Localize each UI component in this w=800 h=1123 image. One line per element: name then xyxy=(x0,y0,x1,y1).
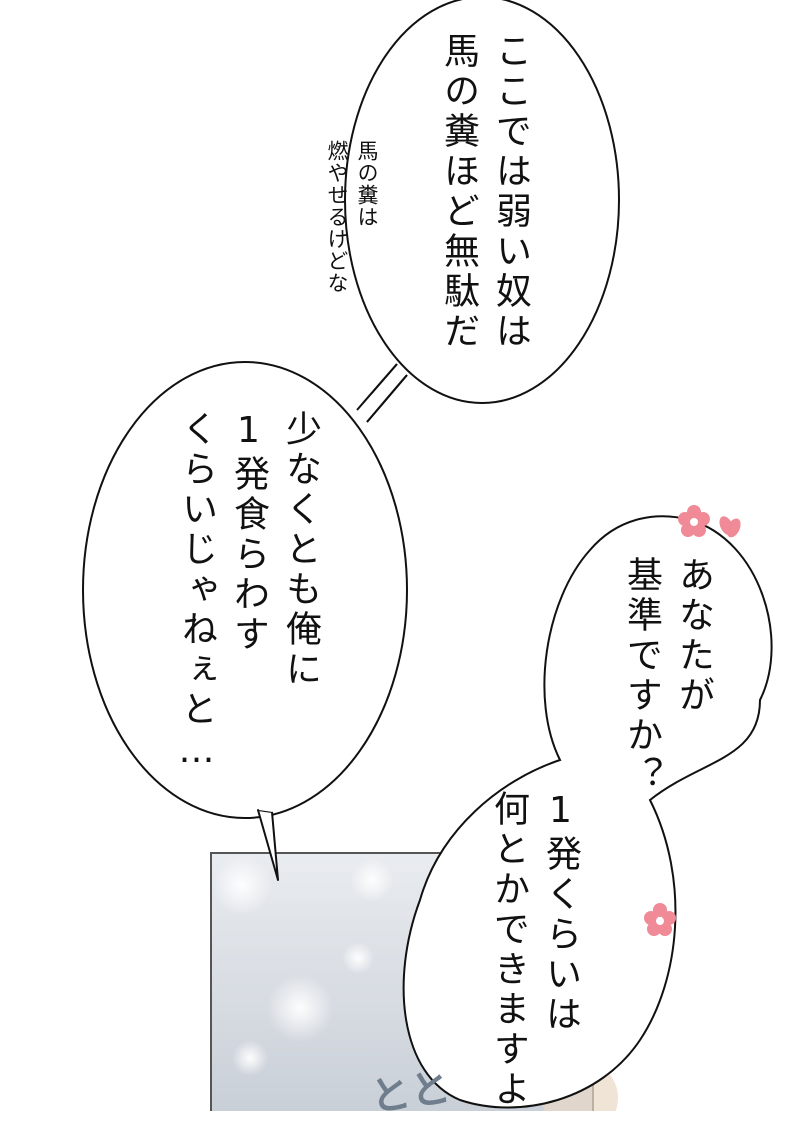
top-speech-bubble xyxy=(344,0,620,404)
flower-speech-text: あなたが 基準ですか？ xyxy=(621,556,714,796)
bottom-speech-text: 1発くらいは 何とかできますよ xyxy=(488,790,581,1110)
sound-effect: とと xyxy=(367,1064,454,1122)
top-speech-text: ここでは弱い奴は 馬の糞ほど無駄だ xyxy=(438,32,531,352)
left-speech-bubble xyxy=(82,361,408,819)
left-speech-text: 少なくとも俺に 1発食らわす くらいじゃねぇと… xyxy=(176,410,321,775)
flower-speech-bubble xyxy=(402,515,773,1109)
bubble-tail xyxy=(257,809,279,881)
flower-icon xyxy=(678,505,710,537)
flower-icon xyxy=(719,516,741,538)
aside-text: 馬の糞は 燃やせるけどな xyxy=(325,140,379,294)
flower-icon xyxy=(644,903,676,936)
